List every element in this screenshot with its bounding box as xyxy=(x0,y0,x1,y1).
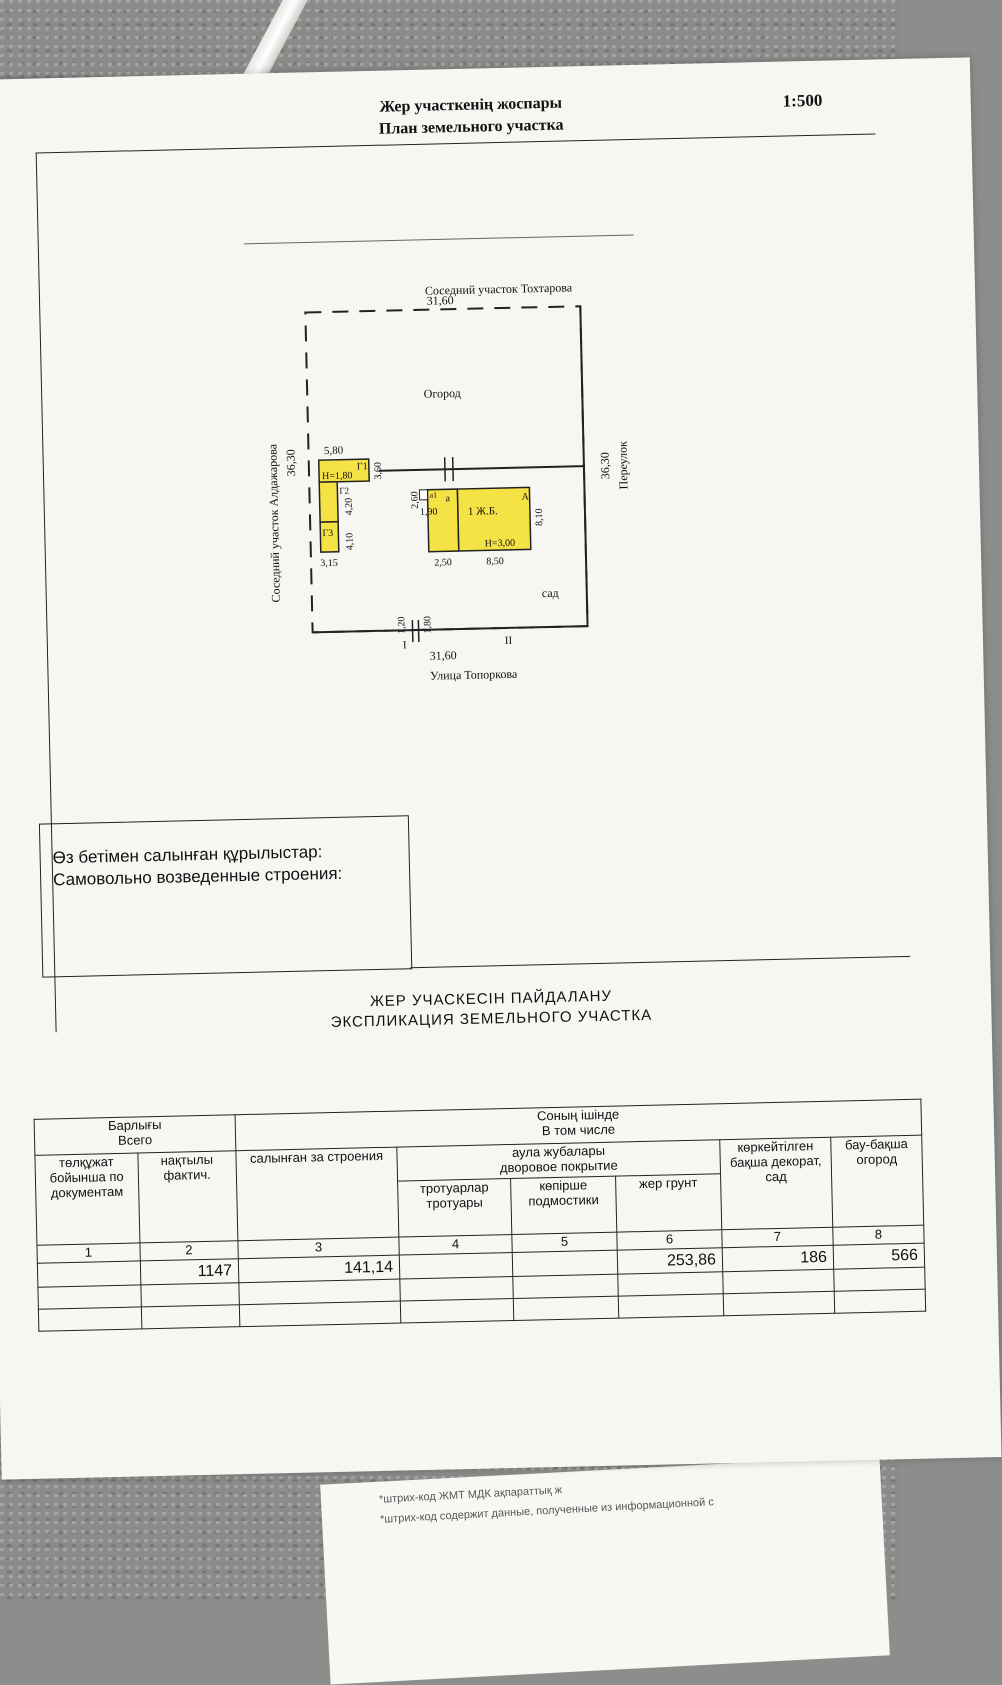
col-7-header: көркейтілген бақша декорат, сад xyxy=(720,1137,833,1229)
unauthorized-box: Өз бетімен салынған құрылыстар: Самоволь… xyxy=(39,815,412,977)
col-num-5: 5 xyxy=(512,1232,617,1252)
value-ground: 253,86 xyxy=(617,1248,723,1274)
col-3-header: салынған за строения xyxy=(236,1147,399,1241)
barcode-note-1: *штрих-код ЖМТ МДК ақпараттық ж xyxy=(379,1484,563,1506)
dim-gate-b: 1,80 xyxy=(422,616,433,634)
dim-bottom: 31,60 xyxy=(430,648,457,663)
value-actual: 1147 xyxy=(140,1259,239,1285)
col-num-1: 1 xyxy=(37,1243,140,1263)
fence-line xyxy=(379,466,584,471)
label-house-letter: А xyxy=(521,491,529,502)
header-total-ru: Всего xyxy=(35,1130,235,1150)
street-bottom: Улица Топоркова xyxy=(430,667,518,683)
gate-mark-2 xyxy=(453,457,454,481)
col-num-6: 6 xyxy=(617,1230,722,1250)
dim-g1-height: 3,60 xyxy=(373,462,384,480)
roman-1: I xyxy=(403,639,407,651)
building-g2 xyxy=(319,482,338,522)
label-g1-h: Н=1,80 xyxy=(322,470,353,482)
col-2-header: нақтылы фактич. xyxy=(137,1151,238,1243)
label-g3: Г3 xyxy=(322,528,333,539)
site-plan: Соседний участок Тохтарова 31,60 31,60 У… xyxy=(233,195,664,704)
plan-rule xyxy=(244,235,634,244)
label-a1: а1 xyxy=(429,491,437,500)
dim-a-width: 1,90 xyxy=(420,507,438,518)
header-total: Барлығы Всего xyxy=(34,1115,236,1156)
gate-mark-1 xyxy=(445,457,446,481)
value-platforms xyxy=(512,1250,618,1276)
label-house-name: 1 Ж.Б. xyxy=(468,505,498,518)
dim-right: 36,30 xyxy=(598,452,613,479)
label-g1: Г1 xyxy=(357,461,368,472)
value-sidewalks xyxy=(399,1252,513,1279)
value-vegetable-garden: 566 xyxy=(833,1243,925,1269)
dim-g3-width: 3,15 xyxy=(320,558,338,569)
col-8-header: бау-бақша огород xyxy=(831,1135,924,1227)
box-rule xyxy=(410,956,910,968)
col-num-2: 2 xyxy=(139,1241,238,1261)
zone-sad: сад xyxy=(542,586,559,600)
dim-g1-width: 5,80 xyxy=(324,445,344,457)
roman-2: II xyxy=(505,635,513,647)
col-4-header: тротуарлар тротуары xyxy=(398,1179,512,1238)
explication-table: Барлығы Всего Соның ішінде В том числе т… xyxy=(34,1099,927,1332)
dim-house-height: 8,10 xyxy=(534,508,545,526)
col-6-header: жер грунт xyxy=(616,1174,722,1232)
label-house-h: Н=3,00 xyxy=(485,538,516,550)
value-by-documents xyxy=(37,1261,140,1287)
dim-a-bottom: 2,50 xyxy=(434,557,452,568)
unauthorized-ru: Самовольно возведенные строения: xyxy=(53,864,343,891)
title-kz: Жер участкенің жоспары xyxy=(351,94,591,117)
value-decorative-garden: 186 xyxy=(722,1245,834,1272)
porch xyxy=(419,490,427,500)
underlying-paper: *штрих-код ЖМТ МДК ақпараттық ж *штрих-к… xyxy=(320,1455,890,1684)
title-ru: План земельного участка xyxy=(351,116,591,139)
neighbor-left: Соседний участок Алдажарова xyxy=(265,443,283,602)
scale: 1:500 xyxy=(782,91,822,112)
col-num-8: 8 xyxy=(833,1225,924,1245)
dim-gate-a: 1,20 xyxy=(396,616,407,634)
dim-g3-side: 4,10 xyxy=(344,533,355,551)
col-5-header: көпірше подмостики xyxy=(511,1176,617,1234)
plot-bottom-edge xyxy=(313,626,588,632)
col-1-header: төлқұжат бойынша по документам xyxy=(35,1153,140,1245)
dim-top: 31,60 xyxy=(426,293,453,308)
document-page: Жер участкенің жоспары План земельного у… xyxy=(0,57,1002,1479)
label-a: а xyxy=(445,493,450,504)
dim-house-width: 8,50 xyxy=(486,556,504,567)
label-g2: Г2 xyxy=(339,486,349,496)
dim-g-side: 4,20 xyxy=(344,498,355,516)
lane-right: Переулок xyxy=(615,441,630,490)
zone-ogorod: Огород xyxy=(424,386,461,401)
value-buildings: 141,14 xyxy=(238,1255,400,1283)
dim-left: 36,30 xyxy=(283,449,298,476)
